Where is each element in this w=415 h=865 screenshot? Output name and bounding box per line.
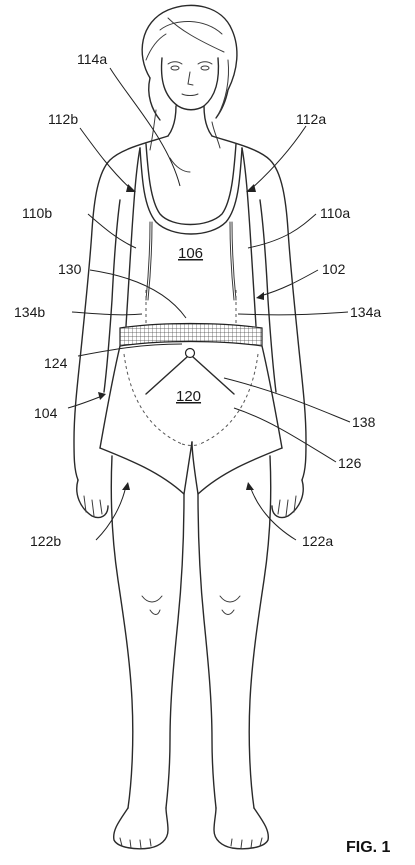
label-134a: 134a bbox=[350, 304, 381, 320]
label-106: 106 bbox=[178, 245, 203, 262]
reference-labels: 114a 112b 112a 110b 110a 106 130 102 134… bbox=[14, 51, 391, 856]
leader-lines bbox=[68, 68, 350, 540]
legs bbox=[111, 456, 271, 849]
label-130: 130 bbox=[58, 261, 82, 277]
label-102: 102 bbox=[322, 261, 346, 277]
label-112a: 112a bbox=[296, 111, 326, 127]
face bbox=[162, 58, 219, 110]
label-122a: 122a bbox=[302, 533, 333, 549]
top-garment bbox=[126, 144, 256, 326]
label-114a: 114a bbox=[77, 51, 107, 67]
label-134b: 134b bbox=[14, 304, 45, 320]
label-104: 104 bbox=[34, 405, 58, 421]
shorts bbox=[100, 346, 282, 494]
label-122b: 122b bbox=[30, 533, 61, 549]
waistband bbox=[120, 324, 262, 347]
label-138: 138 bbox=[352, 414, 376, 430]
figure-caption: FIG. 1 bbox=[346, 839, 391, 856]
label-110b: 110b bbox=[22, 205, 52, 221]
label-126: 126 bbox=[338, 455, 362, 471]
neck bbox=[168, 106, 212, 136]
label-110a: 110a bbox=[320, 205, 350, 221]
label-124: 124 bbox=[44, 355, 68, 371]
label-120: 120 bbox=[176, 388, 201, 405]
label-112b: 112b bbox=[48, 111, 78, 127]
